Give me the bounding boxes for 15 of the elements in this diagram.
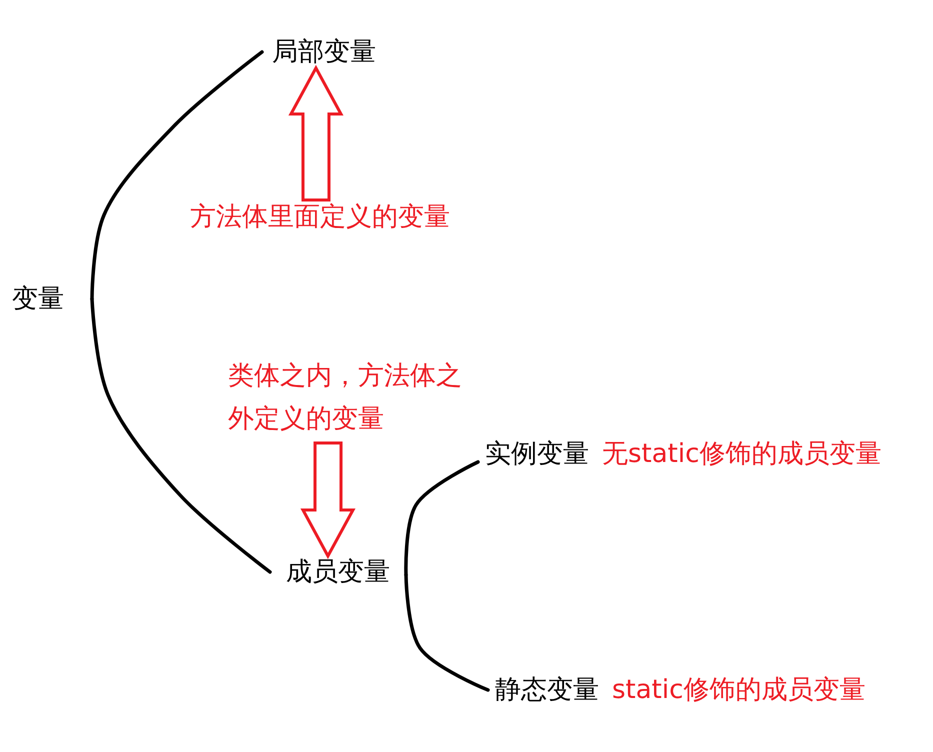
category-label: 变量 <box>12 282 64 316</box>
bracket-curve <box>404 573 490 692</box>
note-text: 方法体里面定义的变量 <box>190 200 450 234</box>
note-text: 无static修饰的成员变量 <box>602 438 882 470</box>
category-label: 局部变量 <box>272 36 376 68</box>
bracket-curve <box>90 50 264 301</box>
bracket-curve <box>90 297 272 574</box>
bracket-curve <box>404 460 480 577</box>
category-label: 成员变量 <box>286 556 390 588</box>
category-label: 静态变量 <box>495 674 599 706</box>
block-arrow <box>300 441 356 560</box>
note-text: 类体之内，方法体之外定义的变量 <box>228 360 463 436</box>
block-arrow <box>288 64 344 202</box>
category-label: 实例变量 <box>485 438 589 470</box>
note-text: static修饰的成员变量 <box>612 674 866 706</box>
